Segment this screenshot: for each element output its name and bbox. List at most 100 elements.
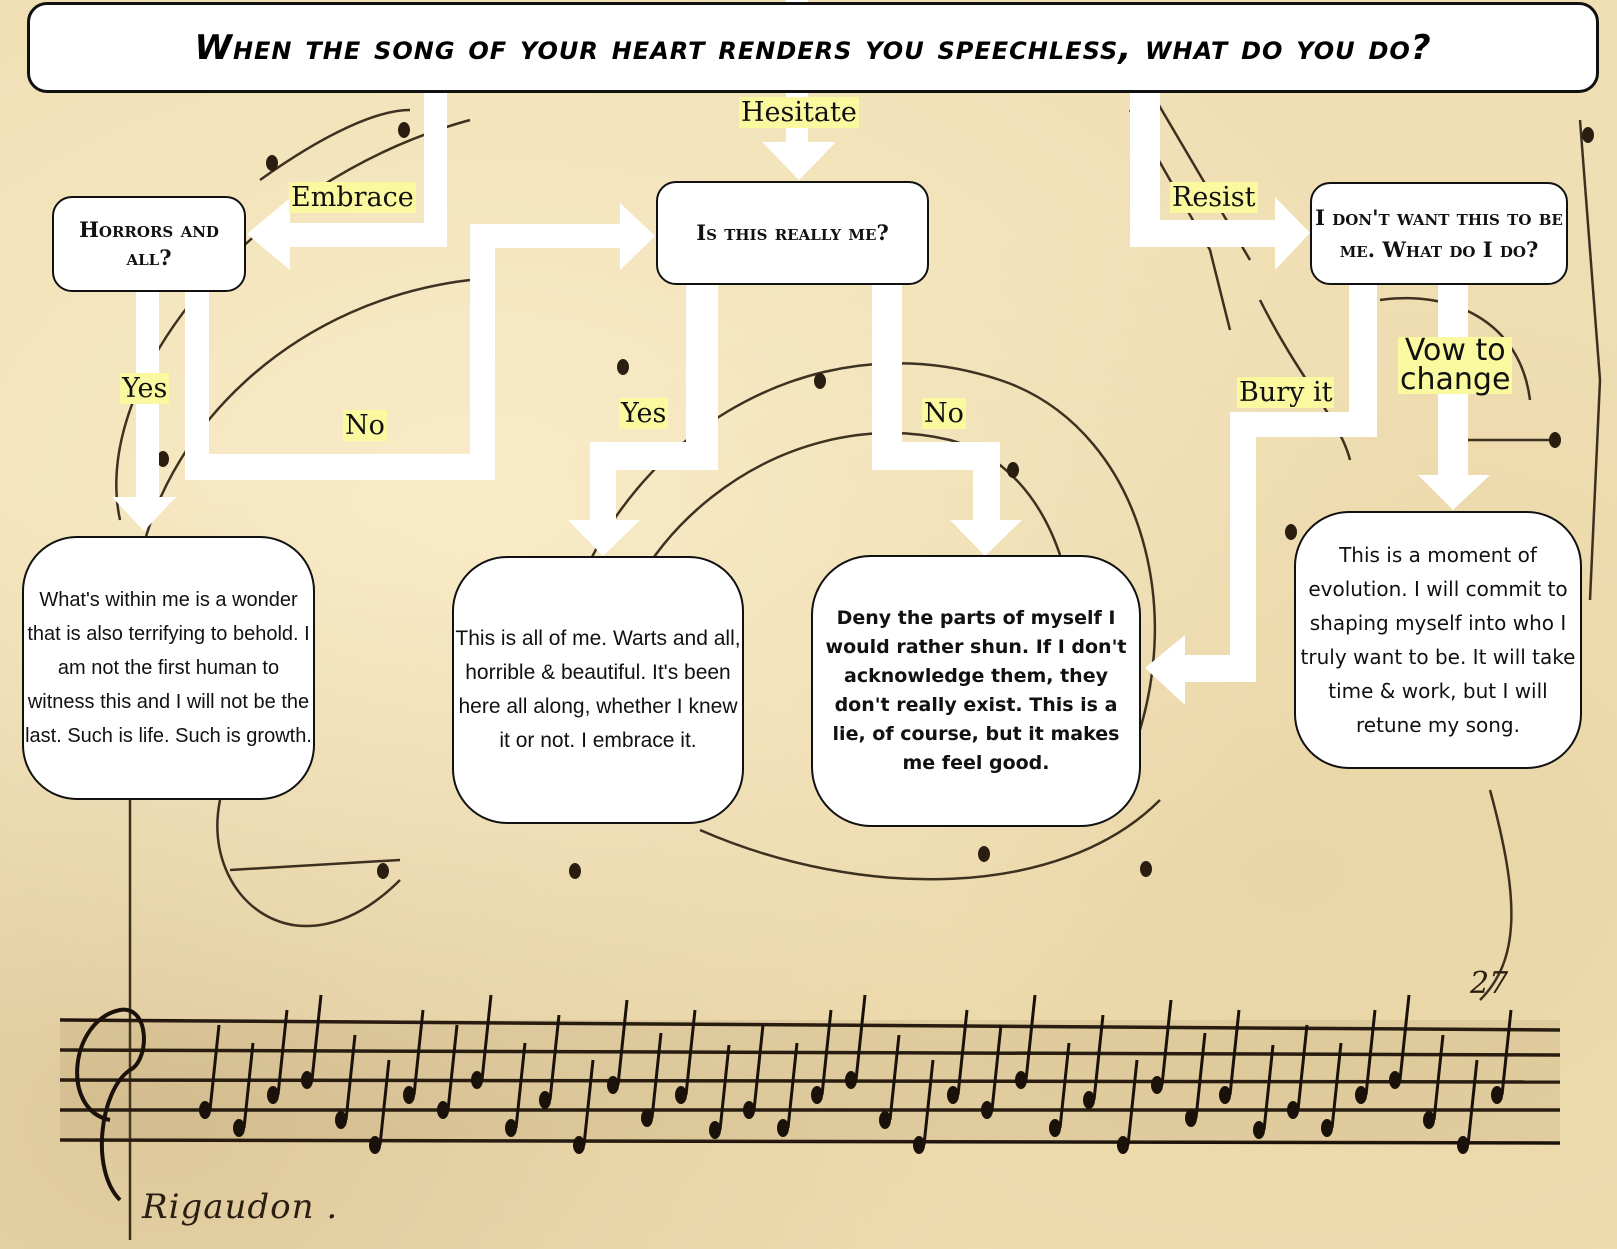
arrow-embrace-horizontal [290,223,447,247]
note-stem [888,1034,901,1121]
note-head [1117,1136,1129,1154]
edge-label-really-yes: Yes [619,398,669,430]
arrow-horrors-no-top [470,224,620,248]
question-text: I don't want this to be me. What do I do… [1315,205,1563,262]
note-stem [1024,994,1037,1081]
music-caption: Rigaudon . [142,1187,339,1227]
note-head [811,1086,823,1104]
note-head [199,1101,211,1119]
note-stem [718,1044,731,1131]
question-text: Is this really me? [696,219,889,245]
outcome-wonder: What's within me is a wonder that is als… [22,536,315,800]
ink-dot [1285,524,1297,540]
note-stem [1330,1042,1343,1129]
ink-arc [699,799,1161,881]
outcome-text: What's within me is a wonder that is als… [25,589,312,747]
note-head [675,1086,687,1104]
arrow-really-yes-shaft [686,285,718,470]
question-is-this-really-me: Is this really me? [656,181,929,285]
edge-label-vow-line1: Vow to [1404,333,1506,368]
note-stem [548,1014,561,1101]
outcome-deny: Deny the parts of myself I would rather … [811,555,1141,827]
note-stem [480,994,493,1081]
note-stem [1500,1009,1513,1096]
note-stem [412,1009,425,1096]
note-head [301,1071,313,1089]
note-head [1457,1136,1469,1154]
note-stem [956,1009,969,1096]
note-head [1015,1071,1027,1089]
note-head [1423,1111,1435,1129]
note-stem [582,1059,595,1146]
note-stem [310,994,323,1081]
note-stem [616,999,629,1086]
note-head [845,1071,857,1089]
music-staff [59,1018,1561,1145]
edge-label-vow-to-change: Vow to change [1398,333,1513,394]
ink-dot [1549,432,1561,448]
note-head [1355,1086,1367,1104]
note-stem [684,1009,697,1096]
ink-dot [157,451,169,467]
ink-arc [1379,296,1532,401]
note-head [777,1119,789,1137]
note-head [947,1086,959,1104]
note-head [573,1136,585,1154]
note-stem [378,1059,391,1146]
note-head [1151,1076,1163,1094]
note-head [369,1136,381,1154]
arrow-bury-shaft [1349,285,1377,435]
note-head [1083,1091,1095,1109]
note-head [1491,1086,1503,1104]
note-stem [242,1042,255,1129]
note-head [267,1086,279,1104]
note-stem [1194,1032,1207,1119]
note-stem [990,1024,1003,1111]
arrow-embrace-head [247,198,290,270]
page-title: When the song of your heart renders you … [194,27,1432,68]
note-head [879,1111,891,1129]
ink-dot [266,155,278,171]
outcome-text: This is a moment of evolution. I will co… [1300,543,1576,737]
note-head [1219,1086,1231,1104]
outcome-all-of-me: This is all of me. Warts and all, horrib… [452,556,744,824]
note-stem [344,1034,357,1121]
edge-label-really-no: No [922,398,966,430]
note-head [1253,1121,1265,1139]
arrow-horrors-yes-head [112,497,176,531]
note-stem [446,1024,459,1111]
note-stem [1262,1044,1275,1131]
edge-label-resist: Resist [1170,182,1258,214]
arrow-bury-down [1230,412,1256,682]
arrow-resist-head [1275,197,1310,270]
arrow-embrace-shaft [424,92,447,247]
note-stem [1228,1009,1241,1096]
note-head [607,1076,619,1094]
page-number: 27 [1470,966,1509,1001]
note-stem [208,1024,221,1111]
edge-label-bury-it: Bury it [1237,377,1335,409]
note-stem [1466,1059,1479,1146]
note-head [641,1109,653,1127]
note-stem [1058,1042,1071,1129]
note-head [1389,1071,1401,1089]
arrow-horrors-no-up [470,224,495,480]
arrow-really-no-head [950,520,1022,556]
music-notes [199,994,1513,1154]
note-stem [922,1059,935,1146]
ink-dot [617,359,629,375]
note-head [233,1119,245,1137]
question-text: Horrors and all? [79,216,219,270]
note-stem [1296,1024,1309,1111]
note-head [505,1119,517,1137]
treble-clef [75,1007,146,1202]
note-stem [650,1032,663,1119]
ink-arc [1479,789,1513,1001]
question-horrors-and-all: Horrors and all? [52,196,246,292]
note-head [403,1086,415,1104]
arrow-really-no-shaft [872,285,902,470]
ink-dot [1007,462,1019,478]
arrow-really-no-down [973,442,1000,520]
arrow-horrors-no-bottom [185,454,495,480]
